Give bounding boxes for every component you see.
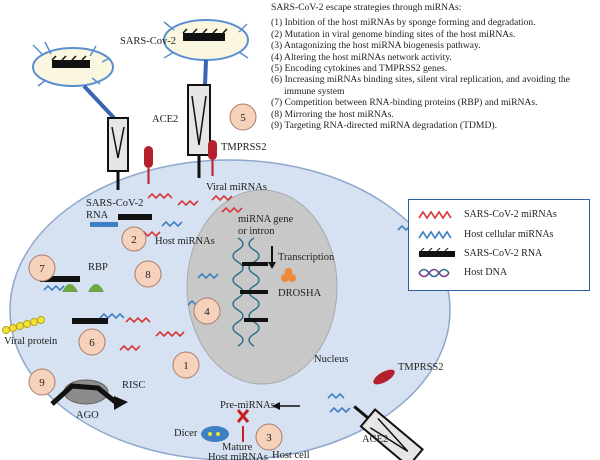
svg-text:7: 7 (39, 263, 45, 275)
mature-label-1: Mature (222, 442, 253, 453)
svg-text:5: 5 (240, 112, 246, 124)
inhibition-x-icon (236, 409, 250, 423)
nucleus (186, 189, 338, 385)
svg-text:8: 8 (145, 269, 151, 281)
strategy-item: (3) Antagonizing the host miRNA biogenes… (271, 40, 481, 52)
strategies-title: SARS-CoV-2 escape strategies through miR… (271, 2, 462, 13)
badge-9: 9 (28, 368, 56, 396)
tmprss2-top-label: TMPRSS2 (221, 142, 267, 153)
svg-text:2: 2 (131, 234, 137, 246)
ace2-receptor-left (107, 117, 129, 190)
strategy-item: (5) Encoding cytokines and TMPRSS2 genes… (271, 63, 448, 75)
svg-text:3: 3 (266, 432, 272, 444)
badge-8: 8 (134, 260, 162, 288)
strategies-list: (1) Inbition of the host miRNAs by spong… (271, 17, 599, 131)
badge-5: 5 (229, 103, 257, 131)
strategy-item: (8) Mirroring the host miRNAs. (271, 108, 394, 120)
viral-protein-label: Viral protein (4, 336, 58, 347)
transcription-label: Transcription (278, 252, 335, 263)
red-mirna-icon (418, 210, 452, 220)
sars-rna-label-2: RNA (86, 210, 109, 221)
virus-label: SARS-Cov-2 (120, 36, 176, 47)
host-cell-label: Host cell (272, 450, 310, 460)
drosha-label: DROSHA (278, 288, 322, 299)
badge-2: 2 (121, 226, 147, 252)
svg-text:1: 1 (183, 360, 189, 372)
badge-1: 1 (172, 351, 200, 379)
dicer-label: Dicer (174, 428, 198, 439)
viral-mirnas (119, 192, 243, 352)
tmprss2-bottom (373, 369, 395, 385)
pri-mirna-strands (240, 262, 268, 322)
blue-mirna-icon (418, 230, 452, 240)
badge-6: 6 (78, 328, 106, 356)
rbp-label: RBP (88, 262, 108, 273)
viral-rna-strands (40, 214, 152, 324)
tmprss2-bottom-label: TMPRSS2 (398, 362, 444, 373)
ago-label: AGO (76, 410, 99, 421)
dicer-protein (201, 426, 229, 442)
badge-4: 4 (193, 297, 221, 325)
legend-label-host-dna: Host DNA (464, 267, 508, 278)
virus-particle-left (32, 41, 114, 87)
mirna-gene-label-2: or intron (238, 226, 275, 237)
ace2-receptor-center (187, 84, 211, 178)
viral-protein-chain (2, 316, 45, 334)
strategy-item: (1) Inbition of the host miRNAs by spong… (271, 17, 536, 29)
viral-rna-icon (419, 248, 455, 257)
legend-label-viral-rna: SARS-CoV-2 RNA (464, 248, 543, 259)
ace2-bottom-label: ACE2 (362, 434, 388, 445)
risc-label: RISC (122, 380, 145, 391)
legend-label-viral-mirnas: SARS-CoV-2 miRNAs (464, 209, 557, 220)
rbp-proteins (62, 284, 104, 292)
host-mirnas-label: Host miRNAs (155, 236, 215, 247)
virus-particle-right (163, 19, 249, 61)
pre-mirnas-label: Pre-miRNAs (220, 400, 275, 411)
tmprss2-top-right (208, 140, 217, 176)
strategy-item: (7) Competition between RNA-binding prot… (271, 97, 538, 109)
badge-7: 7 (28, 254, 56, 282)
viral-mirnas-label: Viral miRNAs (206, 182, 267, 193)
nucleus-label: Nucleus (314, 354, 348, 365)
svg-text:9: 9 (39, 377, 45, 389)
strategies-panel: SARS-CoV-2 escape strategies through miR… (271, 2, 599, 131)
badge-3: 3 (255, 423, 283, 451)
svg-text:6: 6 (89, 337, 95, 349)
strategy-item: (6) Increasing miRNAs binding sites, sil… (271, 74, 570, 97)
legend-label-host-mirnas: Host cellular miRNAs (464, 229, 554, 240)
strategy-item: (9) Targeting RNA-directed miRNA degrada… (271, 120, 497, 132)
risc-complex (50, 379, 128, 410)
tmprss2-top-left (144, 146, 153, 184)
ace2-receptor-bottom (353, 405, 424, 460)
dna-helix-icon (418, 268, 450, 278)
mirna-gene-label-1: miRNA gene (238, 214, 293, 225)
ace2-top-label: ACE2 (152, 114, 178, 125)
mature-label-2: Host miRNAs (208, 452, 268, 460)
svg-text:4: 4 (204, 306, 210, 318)
strategy-item: (2) Mutation in viral genome binding sit… (271, 28, 516, 40)
strategy-item: (4) Altering the host miRNAs network act… (271, 51, 452, 63)
legend: SARS-CoV-2 miRNAs Host cellular miRNAs S… (408, 199, 590, 291)
drosha-protein (281, 268, 296, 282)
sars-rna-label-1: SARS-CoV-2 (86, 198, 143, 209)
